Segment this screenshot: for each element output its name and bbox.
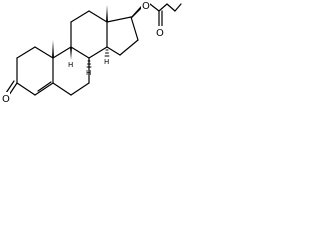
oxygen-label: O: [2, 94, 10, 105]
oxygen-label: O: [142, 1, 150, 12]
hydrogen-label: H: [104, 58, 109, 66]
oxygen-label: O: [156, 28, 164, 39]
label-background: [155, 26, 165, 37]
ring-c: [70, 10, 108, 59]
bond: [16, 46, 36, 59]
methyl-wedge: [106, 5, 108, 22]
bond: [88, 46, 108, 59]
bond: [130, 16, 139, 41]
carbonyl-bond: [8, 82, 18, 96]
bond-wedge: [131, 6, 143, 18]
label-background: [141, 0, 150, 10]
bond: [34, 82, 54, 96]
bond: [70, 82, 90, 96]
ring-d: [106, 16, 139, 56]
hydrogen-wedge: [70, 47, 72, 60]
carbonyl-bond-second-line: [5, 80, 15, 94]
stereo-h-c14: H: [104, 49, 110, 66]
ring-b: [52, 46, 90, 96]
bond: [34, 46, 54, 59]
ketone-oxygen: O: [1, 92, 10, 105]
methyl-c10: [52, 40, 54, 58]
bond: [106, 46, 121, 56]
methyl-wedge: [52, 40, 54, 58]
ester-oxygen-wedge: [131, 6, 143, 18]
bond: [106, 16, 132, 23]
bond: [119, 39, 139, 56]
stereo-h-c8: H: [86, 60, 92, 77]
hydrogen-label: H: [86, 69, 91, 77]
methyl-c13: [106, 5, 108, 22]
ester-ring-oxygen: O: [141, 0, 150, 12]
bond: [70, 10, 90, 23]
label-background: [1, 92, 10, 103]
hydrogen-label: H: [68, 61, 73, 69]
steroid-ester-structure: H H H O O O: [1, 0, 182, 105]
bond: [149, 3, 160, 12]
butanoate-ester: [149, 3, 182, 27]
bond: [52, 46, 72, 59]
bond: [16, 82, 36, 96]
bond: [174, 3, 182, 12]
bond: [88, 10, 108, 23]
ester-carbonyl-oxygen: O: [155, 26, 165, 39]
double-bond-inner-line: [37, 81, 52, 92]
ketone-group: [5, 80, 18, 96]
bond: [166, 3, 176, 12]
bond: [158, 3, 168, 12]
bond: [70, 46, 90, 59]
stereo-h-c9: H: [68, 47, 73, 69]
bond: [52, 82, 72, 96]
ring-a: [16, 46, 54, 96]
